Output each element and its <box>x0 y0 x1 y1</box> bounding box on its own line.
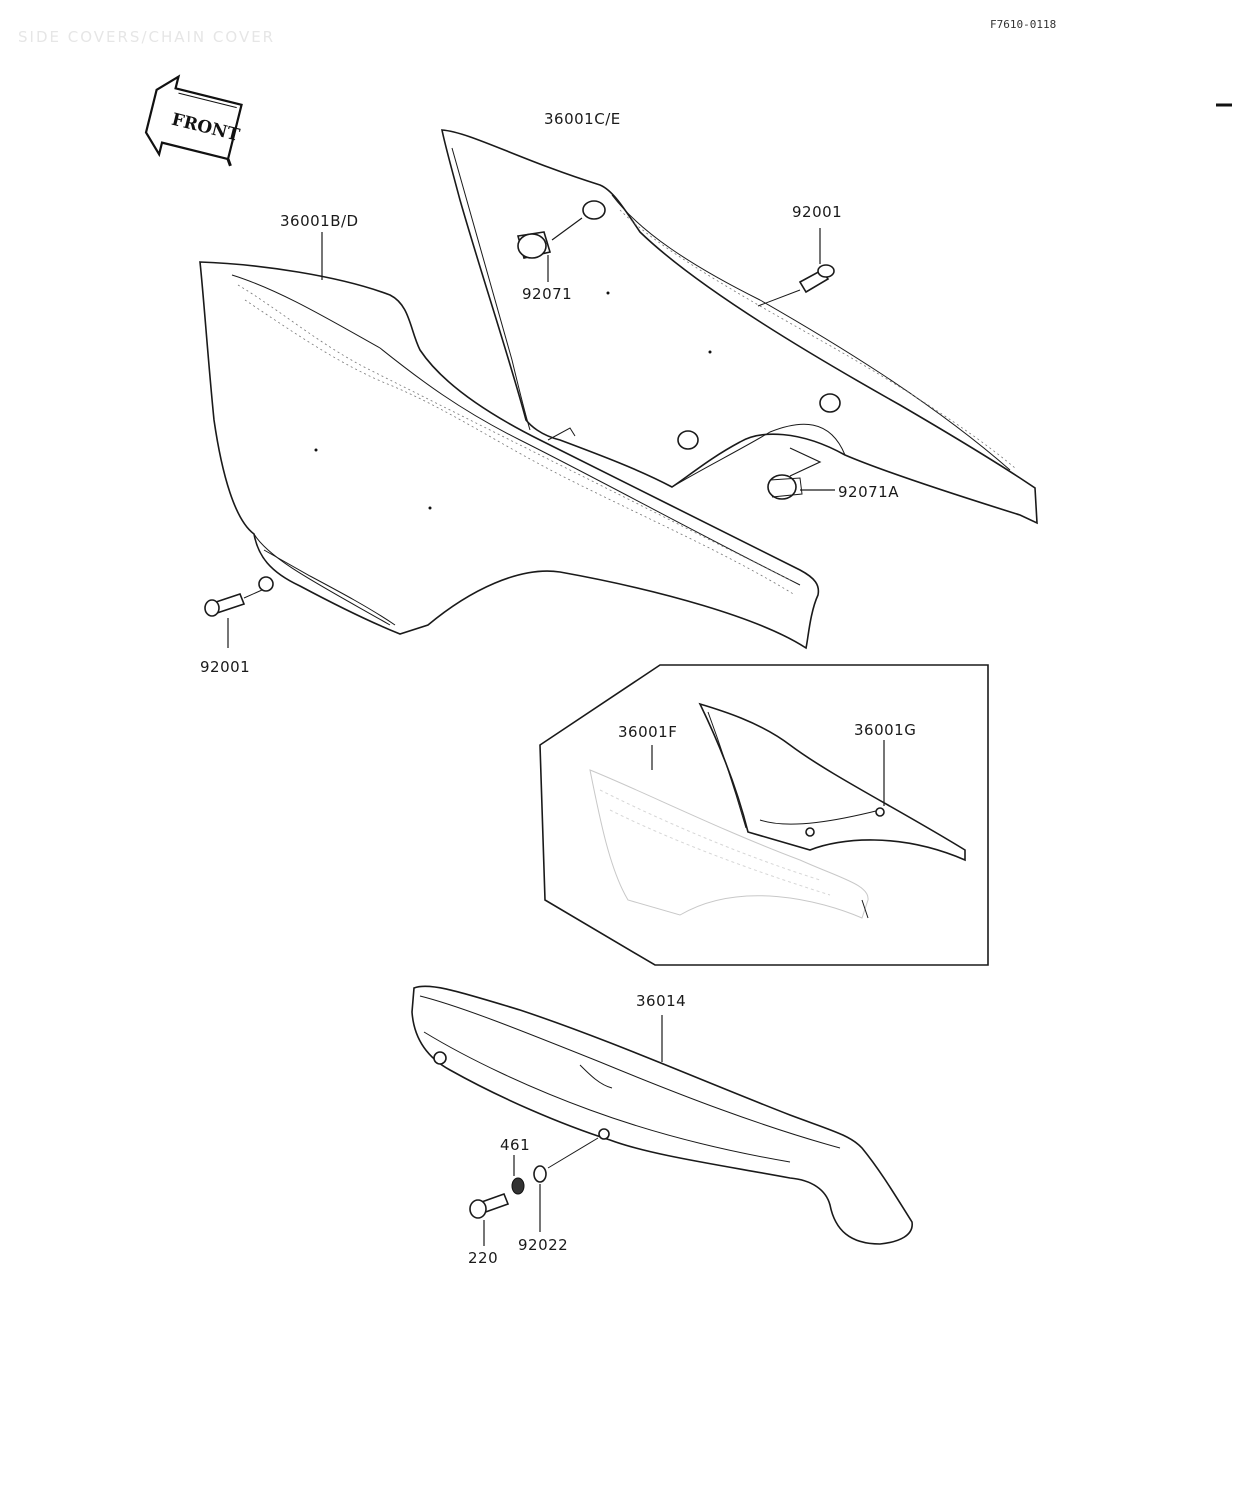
callout-92022: 92022 <box>518 1236 568 1254</box>
callout-36001ce: 36001C/E <box>544 110 621 128</box>
callout-36001g: 36001G <box>854 721 916 739</box>
washer-461 <box>511 1177 525 1195</box>
stud-upper-3 <box>819 393 841 413</box>
callout-92071: 92071 <box>522 285 572 303</box>
grommet-92071 <box>516 217 583 282</box>
chain-cover <box>411 985 913 1245</box>
chain-cover-hardware <box>469 1155 547 1246</box>
bolt-92001-top <box>757 228 835 307</box>
callout-36014: 36014 <box>636 992 686 1010</box>
callout-220: 220 <box>468 1249 498 1267</box>
grommet-92071a <box>767 447 835 500</box>
side-cover-main <box>199 232 820 650</box>
callout-92001-top: 92001 <box>792 203 842 221</box>
side-cover-upper <box>441 129 1038 525</box>
callout-36001bd: 36001B/D <box>280 212 359 230</box>
header-title: SIDE COVERS/CHAIN COVER <box>18 28 275 46</box>
stud-upper-1 <box>582 200 606 220</box>
callout-36001f: 36001F <box>618 723 677 741</box>
bolt-220 <box>469 1199 487 1219</box>
bolt-92001-left <box>204 576 274 648</box>
inset-panel <box>539 664 989 966</box>
front-arrow-badge: FRONT <box>144 74 243 167</box>
collar-92022 <box>533 1165 547 1183</box>
diagram-code: F7610-0118 <box>990 18 1056 31</box>
callout-461: 461 <box>500 1136 530 1154</box>
callout-92001-left: 92001 <box>200 658 250 676</box>
callout-92071a: 92071A <box>838 483 899 501</box>
stud-upper-2 <box>677 430 699 450</box>
